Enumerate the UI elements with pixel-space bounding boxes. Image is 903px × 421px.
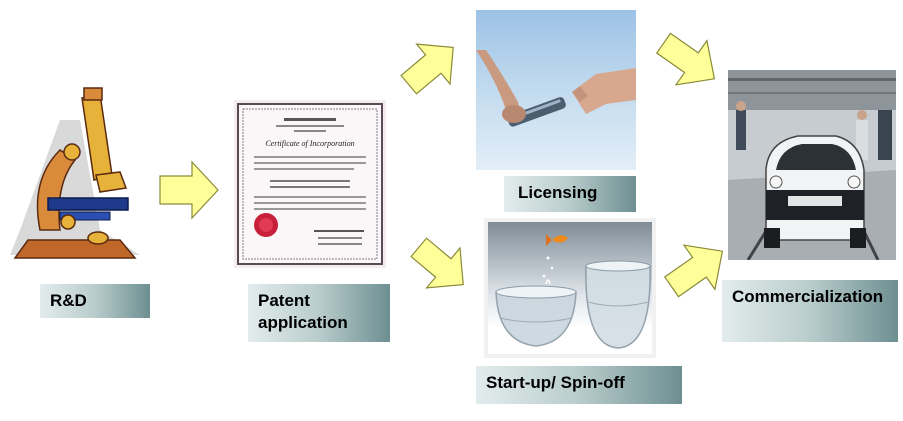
label-commercialization: Commercialization [722, 280, 898, 342]
arrow-down-right-icon [654, 28, 724, 94]
licensing-handoff-image [476, 10, 636, 170]
arrow-right-icon [158, 160, 220, 220]
certificate-title: Certificate of Incorporation [265, 139, 354, 148]
patent-certificate-image: Certificate of Incorporation [234, 100, 386, 268]
label-licensing: Licensing [504, 176, 636, 212]
startup-fish-jump-image [484, 218, 656, 358]
commercialization-car-factory-image [728, 70, 896, 260]
microscope-illustration [0, 80, 150, 270]
label-rnd: R&D [40, 284, 150, 318]
arrow-up-right-icon [398, 34, 464, 98]
label-startup-spinoff: Start-up/ Spin-off [476, 366, 682, 404]
arrow-down-right-icon [408, 234, 474, 298]
arrow-up-right-icon [662, 236, 732, 302]
label-patent-application: Patent application [248, 284, 390, 342]
